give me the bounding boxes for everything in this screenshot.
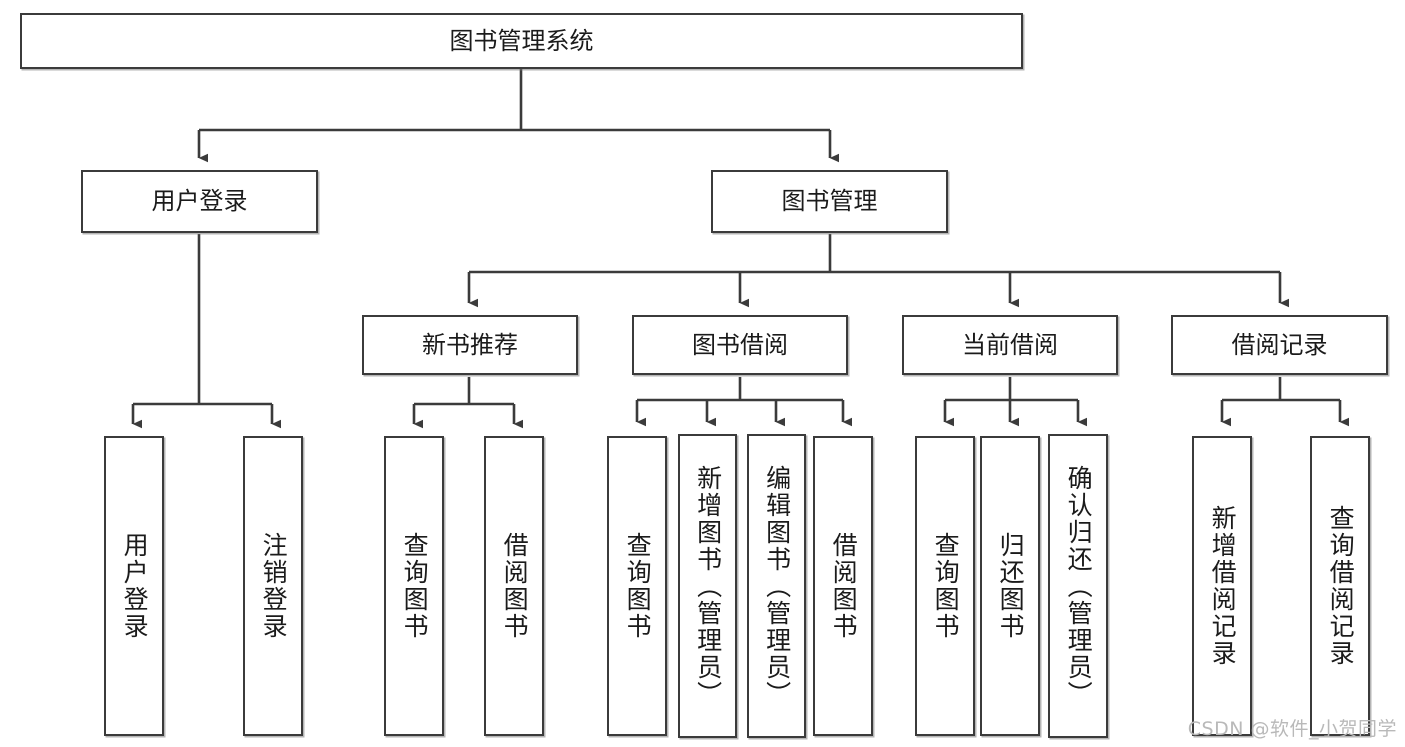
node-label: 查询图书: [623, 532, 653, 640]
node-label: 归还图书: [996, 532, 1026, 640]
leaf-edit-book-admin[interactable]: 编辑图书（管理员）: [747, 434, 806, 738]
node-label: 用户登录: [120, 532, 150, 640]
node-label: 用户登录: [151, 187, 248, 216]
leaf-confirm-return-admin[interactable]: 确认归还（管理员）: [1048, 434, 1108, 738]
leaf-add-book-admin[interactable]: 新增图书（管理员）: [678, 434, 737, 738]
node-root-system[interactable]: 图书管理系统: [20, 13, 1023, 69]
node-label: 借阅图书: [500, 532, 530, 640]
node-label: 确认归还（管理员）: [1064, 464, 1094, 708]
node-label: 新书推荐: [422, 330, 518, 359]
csdn-watermark: CSDN @软件_小贺同学: [1187, 718, 1397, 740]
node-label: 查询借阅记录: [1326, 505, 1356, 667]
node-label: 图书管理: [781, 187, 878, 216]
node-current-borrow[interactable]: 当前借阅: [902, 315, 1118, 375]
node-user-login[interactable]: 用户登录: [81, 170, 318, 233]
node-label: 查询图书: [400, 532, 430, 640]
node-book-borrow[interactable]: 图书借阅: [632, 315, 848, 375]
node-label: 借阅图书: [829, 532, 859, 640]
node-label: 编辑图书（管理员）: [762, 464, 792, 708]
leaf-query-book-recommend[interactable]: 查询图书: [384, 436, 444, 736]
node-label: 图书借阅: [692, 330, 788, 359]
leaf-query-book-borrow[interactable]: 查询图书: [607, 436, 667, 736]
node-label: 新增借阅记录: [1208, 505, 1238, 667]
leaf-logout-login[interactable]: 注销登录: [243, 436, 303, 736]
node-new-book-recommend[interactable]: 新书推荐: [362, 315, 578, 375]
node-label: 查询图书: [931, 532, 961, 640]
leaf-user-login[interactable]: 用户登录: [104, 436, 164, 736]
node-label: 图书管理系统: [449, 26, 594, 55]
node-label: 当前借阅: [962, 330, 1058, 359]
node-label: 注销登录: [259, 532, 289, 640]
leaf-return-book[interactable]: 归还图书: [980, 436, 1040, 736]
node-borrow-record[interactable]: 借阅记录: [1171, 315, 1388, 375]
node-label: 借阅记录: [1231, 330, 1328, 359]
leaf-query-book-current[interactable]: 查询图书: [915, 436, 975, 736]
node-label: 新增图书（管理员）: [693, 464, 723, 708]
leaf-add-borrow-record[interactable]: 新增借阅记录: [1192, 436, 1252, 736]
leaf-borrow-book-recommend[interactable]: 借阅图书: [484, 436, 544, 736]
node-book-manage[interactable]: 图书管理: [711, 170, 948, 233]
leaf-query-borrow-record[interactable]: 查询借阅记录: [1310, 436, 1370, 736]
leaf-borrow-book-borrow[interactable]: 借阅图书: [813, 436, 873, 736]
